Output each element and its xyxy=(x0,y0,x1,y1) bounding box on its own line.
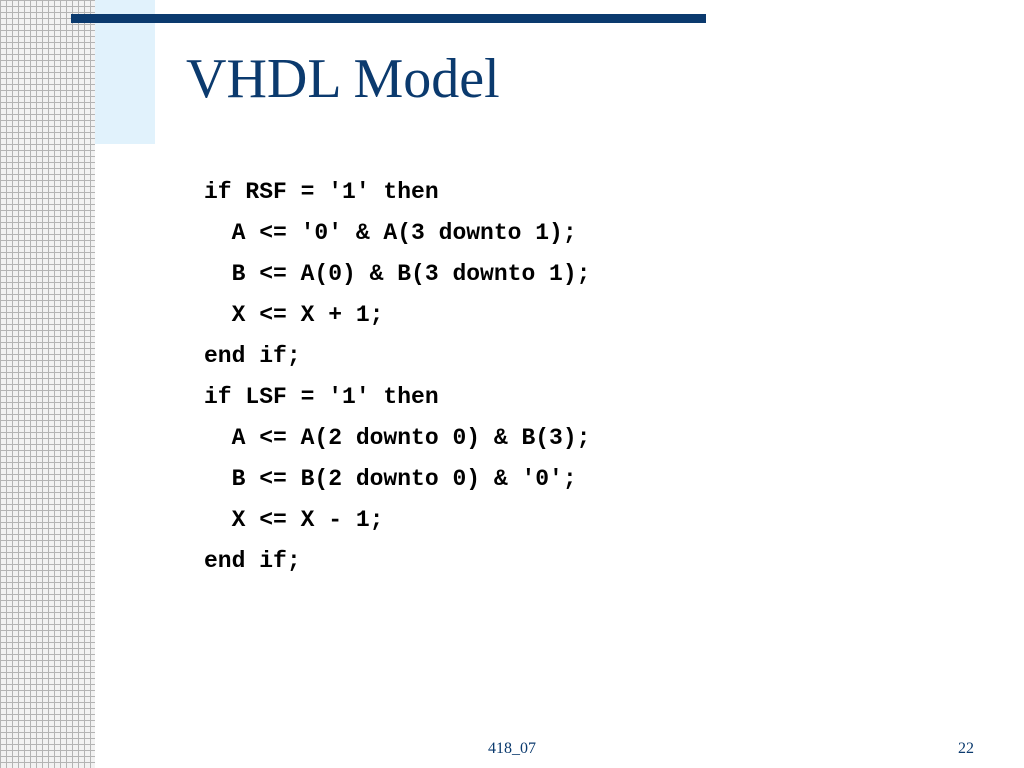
code-line: B <= B(2 downto 0) & '0'; xyxy=(204,466,577,492)
slide-title: VHDL Model xyxy=(186,48,500,110)
code-block: if RSF = '1' then A <= '0' & A(3 downto … xyxy=(204,172,590,582)
code-line: A <= '0' & A(3 downto 1); xyxy=(204,220,577,246)
grid-pattern-strip xyxy=(0,0,95,768)
code-line: X <= X - 1; xyxy=(204,507,384,533)
code-line: X <= X + 1; xyxy=(204,302,384,328)
code-line: B <= A(0) & B(3 downto 1); xyxy=(204,261,591,287)
footer-page-number: 22 xyxy=(958,740,974,757)
code-line: A <= A(2 downto 0) & B(3); xyxy=(204,425,591,451)
title-rule xyxy=(71,14,706,23)
accent-block xyxy=(95,0,155,144)
footer-course-label: 418_07 xyxy=(488,740,536,757)
code-line: end if; xyxy=(204,343,301,369)
code-line: if LSF = '1' then xyxy=(204,384,439,410)
code-line: if RSF = '1' then xyxy=(204,179,439,205)
code-line: end if; xyxy=(204,548,301,574)
